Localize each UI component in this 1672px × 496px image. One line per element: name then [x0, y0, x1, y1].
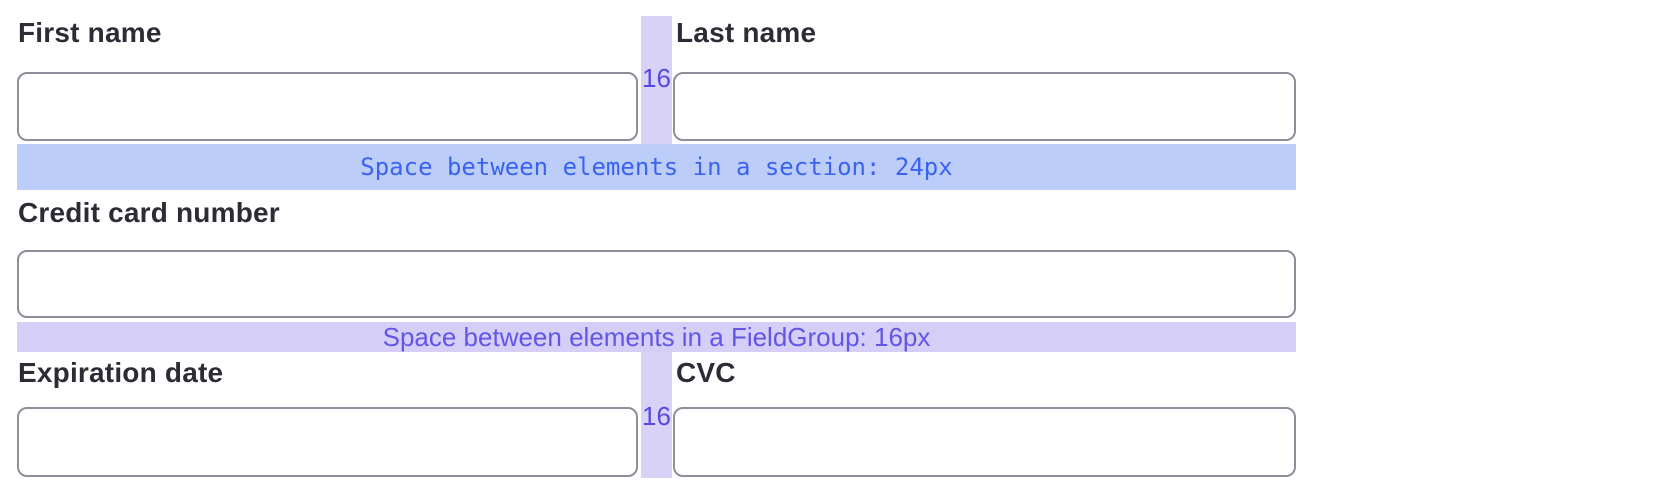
- gap-size-label-top: 16: [642, 63, 671, 93]
- last-name-input[interactable]: [673, 72, 1296, 141]
- fieldgroup-gap-band-text: Space between elements in a FieldGroup: …: [382, 321, 931, 352]
- column-gap-stripe-top: [641, 16, 672, 144]
- cvc-label: CVC: [676, 357, 736, 388]
- expiration-date-input[interactable]: [17, 407, 638, 477]
- section-gap-band-text: Space between elements in a section: 24p…: [360, 153, 953, 181]
- section-gap-band: Space between elements in a section: 24p…: [17, 144, 1296, 190]
- cvc-input[interactable]: [673, 407, 1296, 477]
- first-name-input[interactable]: [17, 72, 638, 141]
- credit-card-number-input[interactable]: [17, 250, 1296, 318]
- fieldgroup-gap-band: Space between elements in a FieldGroup: …: [17, 322, 1296, 352]
- credit-card-number-label: Credit card number: [18, 197, 280, 228]
- first-name-label: First name: [18, 17, 162, 48]
- last-name-label: Last name: [676, 17, 817, 48]
- column-gap-stripe-bottom: [641, 352, 672, 478]
- gap-size-label-bottom: 16: [642, 401, 671, 431]
- expiration-date-label: Expiration date: [18, 357, 224, 388]
